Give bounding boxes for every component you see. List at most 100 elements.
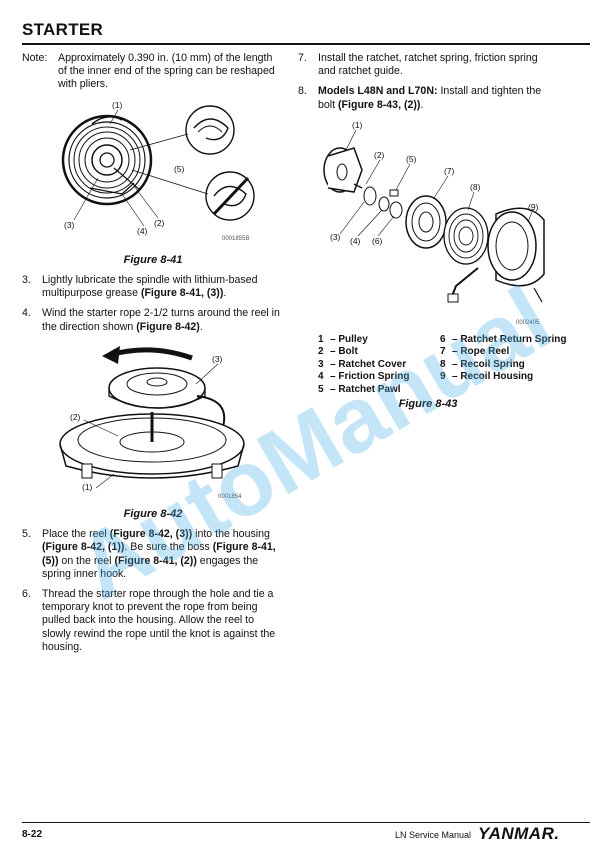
legend-text: – Recoil Spring (452, 358, 525, 370)
brand-logo: YANMAR. (478, 824, 560, 843)
step-3-ref: (Figure 8-41, (3)) (140, 287, 224, 300)
legend-text: – Recoil Housing (452, 371, 534, 383)
right-column: 7. Install the ratchet, ratchet spring, … (298, 52, 566, 411)
legend-num: 6 (440, 334, 446, 346)
note-text: Approximately 0.390 in. (10 mm) of the l… (58, 52, 275, 91)
fig42-code: 0001854 (218, 494, 242, 500)
figure-8-43-caption: Figure 8-43 (398, 398, 458, 411)
step-6-text: Thread the starter rope through the hole… (42, 588, 276, 653)
fig43-callout-1: (1) (352, 120, 363, 130)
step-4-body: Wind the starter rope 2-1/2 turns around… (42, 307, 280, 333)
legend-num: 8 (440, 358, 446, 370)
left-column: Note: Approximately 0.390 in. (10 mm) of… (22, 52, 284, 654)
step-4-end: . (199, 320, 203, 333)
step-5-t3: . Be sure the boss (124, 541, 213, 554)
step-5-r1: (Figure 8-42, (3)) (109, 528, 193, 541)
step-5-t4: on the reel (58, 554, 115, 567)
step-8-end: . (420, 98, 424, 111)
step-3-body: Lightly lubricate the spindle with lithi… (42, 274, 258, 300)
step-5-r4: (Figure 8-41, (2)) (114, 554, 197, 567)
step-3: 3. Lightly lubricate the spindle with li… (22, 274, 284, 300)
step-8-body: Install and tighten the bolt (318, 85, 542, 111)
step-3-end: . (223, 287, 227, 300)
note: Note: Approximately 0.390 in. (10 mm) of… (22, 52, 284, 92)
fig43-callout-3: (3) (330, 232, 341, 242)
figure-8-43: (1) (2) (5) (7) (8) (9) (3) (4) (6) 0002… (298, 118, 566, 411)
step-6-number: 6. (22, 588, 31, 601)
step-5-text: Place the reel (Figure 8-42, (3)) into t… (42, 528, 284, 581)
manual-name: LN Service Manual (395, 830, 472, 840)
figure-8-43-illustration: (1) (2) (5) (7) (8) (9) (3) (4) (6) 0002… (323, 120, 545, 326)
legend-item: 8 – Recoil Spring (440, 359, 572, 371)
fig43-callout-6: (6) (372, 236, 383, 246)
fig41-callout-1: (1) (112, 100, 123, 110)
step-5: 5. Place the reel (Figure 8-42, (3)) int… (22, 528, 284, 581)
legend-num: 4 (318, 371, 324, 383)
legend-item: 7– Rope Reel (440, 346, 572, 358)
step-5-r2: (Figure 8-42, (1)) (42, 541, 125, 554)
legend-item: 9 – Recoil Housing (440, 371, 572, 383)
legend-text: – Ratchet Pawl (330, 383, 401, 395)
fig42-callout-1: (1) (82, 482, 93, 492)
legend-item: 4 – Friction Spring (318, 371, 440, 383)
legend-item: 2 – Bolt (318, 346, 440, 358)
figure-8-42-caption: Figure 8-42 (123, 508, 183, 521)
step-8-text: Models L48N and L70N: Install and tighte… (318, 85, 558, 111)
step-3-number: 3. (22, 274, 31, 287)
legend-text: – Pulley (330, 334, 368, 346)
figure-8-42-illustration: (3) (2) (1) 0001854 (59, 345, 245, 500)
figure-8-41: (1) (5) (3) (4) (2) 0001855B Figure 8-41 (22, 98, 284, 267)
step-7: 7. Install the ratchet, ratchet spring, … (298, 52, 558, 78)
fig43-callout-5: (5) (406, 154, 417, 164)
figure-8-42: (3) (2) (1) 0001854 Figure 8-42 (22, 340, 284, 521)
step-4-number: 4. (22, 307, 31, 320)
step-8-number: 8. (298, 85, 307, 98)
step-4-ref: (Figure 8-42) (136, 320, 200, 333)
step-7-number: 7. (298, 52, 307, 64)
step-5-number: 5. (22, 528, 31, 541)
page-number: 8-22 (22, 829, 43, 840)
step-6: 6. Thread the starter rope through the h… (22, 588, 284, 654)
fig41-code: 0001855B (222, 236, 249, 242)
step-8-ref: (Figure 8-43, (2)) (338, 98, 421, 111)
legend-text: – Friction Spring (330, 371, 410, 383)
header-rule (22, 43, 590, 45)
step-5-t1: Place the reel (42, 528, 110, 541)
figure-8-41-caption: Figure 8-41 (123, 253, 183, 266)
step-4-text: Wind the starter rope 2-1/2 turns around… (42, 307, 284, 333)
step-5-t2: into the housing (192, 528, 270, 541)
legend-num: 2 (318, 346, 324, 358)
fig43-callout-8: (8) (470, 182, 481, 192)
legend-text: – Ratchet Return Spring (452, 334, 567, 346)
fig43-legend: 1 – Pulley 6 – Ratchet Return Spring 2 – Bo… (318, 334, 566, 396)
page-title: STARTER (22, 20, 104, 39)
fig42-callout-2: (2) (70, 412, 81, 422)
step-5-t5: engages the spring inner hook. (42, 554, 259, 580)
step-8: 8. Models L48N and L70N: Install and tig… (298, 85, 558, 111)
fig41-callout-5: (5) (174, 164, 185, 174)
legend-text: – Bolt (330, 346, 358, 358)
step-8-models: Models L48N and L70N: (318, 85, 438, 98)
legend-num: 1 (318, 334, 324, 346)
note-label: Note: (22, 52, 48, 64)
legend-item: 6 – Ratchet Return Spring (440, 334, 572, 346)
fig43-callout-7: (7) (444, 166, 455, 176)
step-5-r3: (Figure 8-41, (5)) (42, 541, 276, 567)
legend-item: 3– Ratchet Cover (318, 359, 440, 371)
legend-num: 7 (440, 346, 446, 358)
step-7-text: Install the ratchet, ratchet spring, fri… (318, 52, 538, 78)
fig41-callout-4: (4) (137, 226, 148, 236)
legend-num: 9 (440, 371, 446, 383)
fig43-callout-4: (4) (350, 236, 361, 246)
fig43-code: 0002405 (516, 320, 540, 326)
fig43-callout-9: (9) (528, 202, 539, 212)
legend-num: 3 (318, 358, 324, 370)
fig42-callout-3: (3) (212, 354, 223, 364)
fig41-callout-3: (3) (64, 220, 75, 230)
footer-rule (22, 822, 590, 823)
legend-num: 5 (318, 383, 324, 395)
figure-8-41-illustration: (1) (5) (3) (4) (2) 0001855B (61, 100, 255, 242)
fig41-callout-2: (2) (154, 218, 165, 228)
legend-item: 5 – Ratchet Pawl (318, 384, 440, 396)
step-3-text: Lightly lubricate the spindle with lithi… (42, 274, 284, 300)
